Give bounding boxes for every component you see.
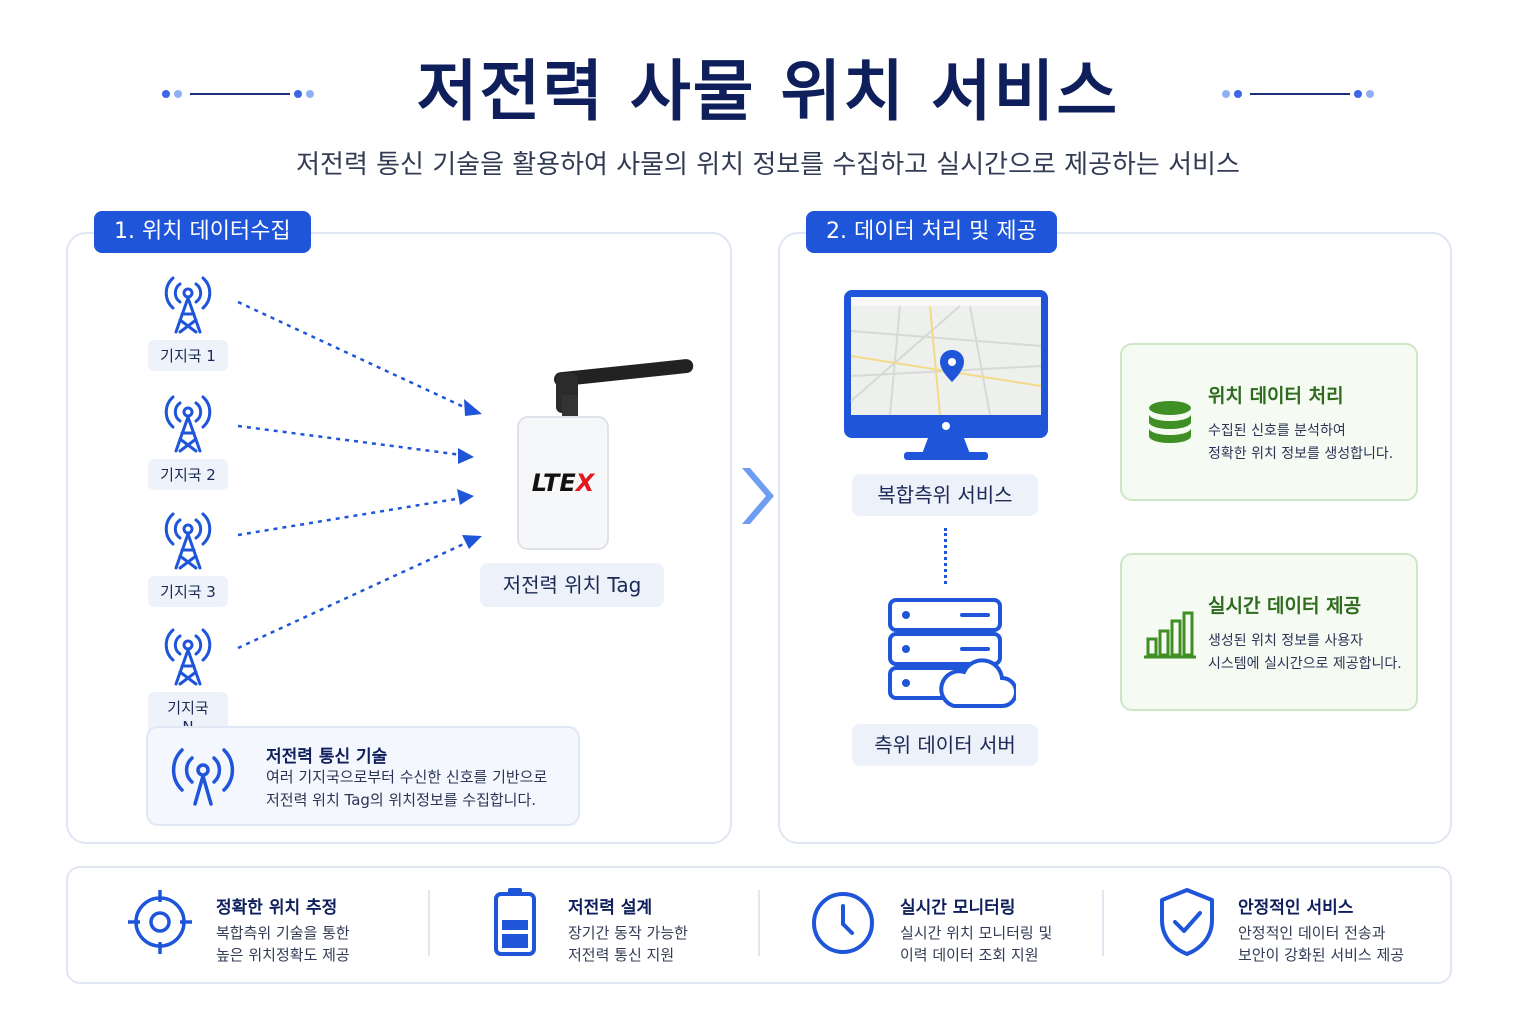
- feature-accuracy-line-1: 복합측위 기술을 통한: [216, 924, 350, 942]
- battery-icon: [494, 888, 536, 956]
- chevron-right-icon: [742, 468, 774, 524]
- page-subtitle: 저전력 통신 기술을 활용하여 사물의 위치 정보를 수집하고 실시간으로 제공…: [296, 150, 1240, 180]
- feature-divider: [428, 890, 430, 956]
- process-card-line-2: 정확한 위치 정보를 생성합니다.: [1208, 446, 1394, 462]
- station-label: 기지국 1: [148, 340, 228, 371]
- feature-stable-line-1: 안정적인 데이터 전송과: [1238, 924, 1386, 942]
- radio-tower-icon: [164, 628, 212, 686]
- feature-monitor-line-1: 실시간 위치 모니터링 및: [900, 924, 1053, 942]
- station-label: 기지국 3: [148, 576, 228, 607]
- feature-divider: [1102, 890, 1104, 956]
- feature-accuracy-title: 정확한 위치 추정: [216, 898, 338, 918]
- tag-brand-logo: LTEX: [532, 469, 596, 497]
- section-1-badge: 1. 위치 데이터수집: [94, 211, 311, 253]
- clock-icon: [812, 892, 874, 954]
- info-line-1: 여러 기지국으로부터 수신한 신호를 기반으로: [266, 768, 548, 786]
- title-decoration-right: [1220, 86, 1380, 102]
- feature-stable-title: 안정적인 서비스: [1238, 898, 1354, 918]
- info-line-2: 저전력 위치 Tag의 위치정보를 수집합니다.: [266, 791, 537, 809]
- info-title: 저전력 통신 기술: [266, 747, 388, 767]
- low-power-tech-box: 저전력 통신 기술 여러 기지국으로부터 수신한 신호를 기반으로 저전력 위치…: [146, 726, 580, 826]
- tag-label: 저전력 위치 Tag: [480, 563, 664, 607]
- shield-check-icon: [1160, 888, 1214, 956]
- signal-arrows: [237, 300, 482, 650]
- monitor-label: 복합측위 서비스: [852, 474, 1038, 516]
- page-title: 저전력 사물 위치 서비스: [416, 53, 1120, 130]
- process-card-line-1: 수집된 신호를 분석하여: [1208, 423, 1346, 439]
- feature-power-line-1: 장기간 동작 가능한: [568, 924, 688, 942]
- feature-power-line-2: 저전력 통신 지원: [568, 946, 675, 964]
- feature-monitor-line-2: 이력 데이터 조회 지원: [900, 946, 1039, 964]
- monitor-map-icon: [844, 290, 1048, 460]
- database-icon: [1149, 401, 1191, 443]
- process-card-title: 위치 데이터 처리: [1208, 385, 1344, 407]
- station-2: 기지국 2: [148, 393, 228, 490]
- feature-divider: [758, 890, 760, 956]
- radio-tower-icon: [164, 395, 212, 453]
- process-card: 위치 데이터 처리 수집된 신호를 분석하여 정확한 위치 정보를 생성합니다.: [1120, 343, 1418, 501]
- station-n: 기지국 N: [148, 626, 228, 741]
- station-1: 기지국 1: [148, 274, 228, 371]
- crosshair-icon: [128, 890, 192, 954]
- provide-card-line-1: 생성된 위치 정보를 사용자: [1208, 633, 1364, 649]
- feature-power-title: 저전력 설계: [568, 898, 653, 918]
- radio-tower-icon: [164, 512, 212, 570]
- section-2-badge: 2. 데이터 처리 및 제공: [806, 211, 1057, 253]
- feature-monitor-title: 실시간 모니터링: [900, 898, 1016, 918]
- title-decoration-left: [160, 86, 320, 102]
- radio-tower-icon: [164, 276, 212, 334]
- server-label: 측위 데이터 서버: [852, 724, 1038, 766]
- feature-stable-line-2: 보안이 강화된 서비스 제공: [1238, 946, 1405, 964]
- provide-card: 실시간 데이터 제공 생성된 위치 정보를 사용자 시스템에 실시간으로 제공합…: [1120, 553, 1418, 711]
- provide-card-title: 실시간 데이터 제공: [1208, 595, 1362, 617]
- location-tag-device: LTEX: [517, 359, 694, 550]
- feature-accuracy-line-2: 높은 위치정확도 제공: [216, 946, 350, 964]
- feature-bar: [66, 866, 1452, 984]
- station-3: 기지국 3: [148, 510, 228, 607]
- radio-signal-icon: [171, 748, 235, 806]
- cloud-server-icon: [888, 598, 1016, 708]
- connector-line: [944, 528, 947, 584]
- provide-card-line-2: 시스템에 실시간으로 제공합니다.: [1208, 656, 1402, 672]
- bar-chart-icon: [1144, 611, 1196, 659]
- station-label: 기지국 2: [148, 459, 228, 490]
